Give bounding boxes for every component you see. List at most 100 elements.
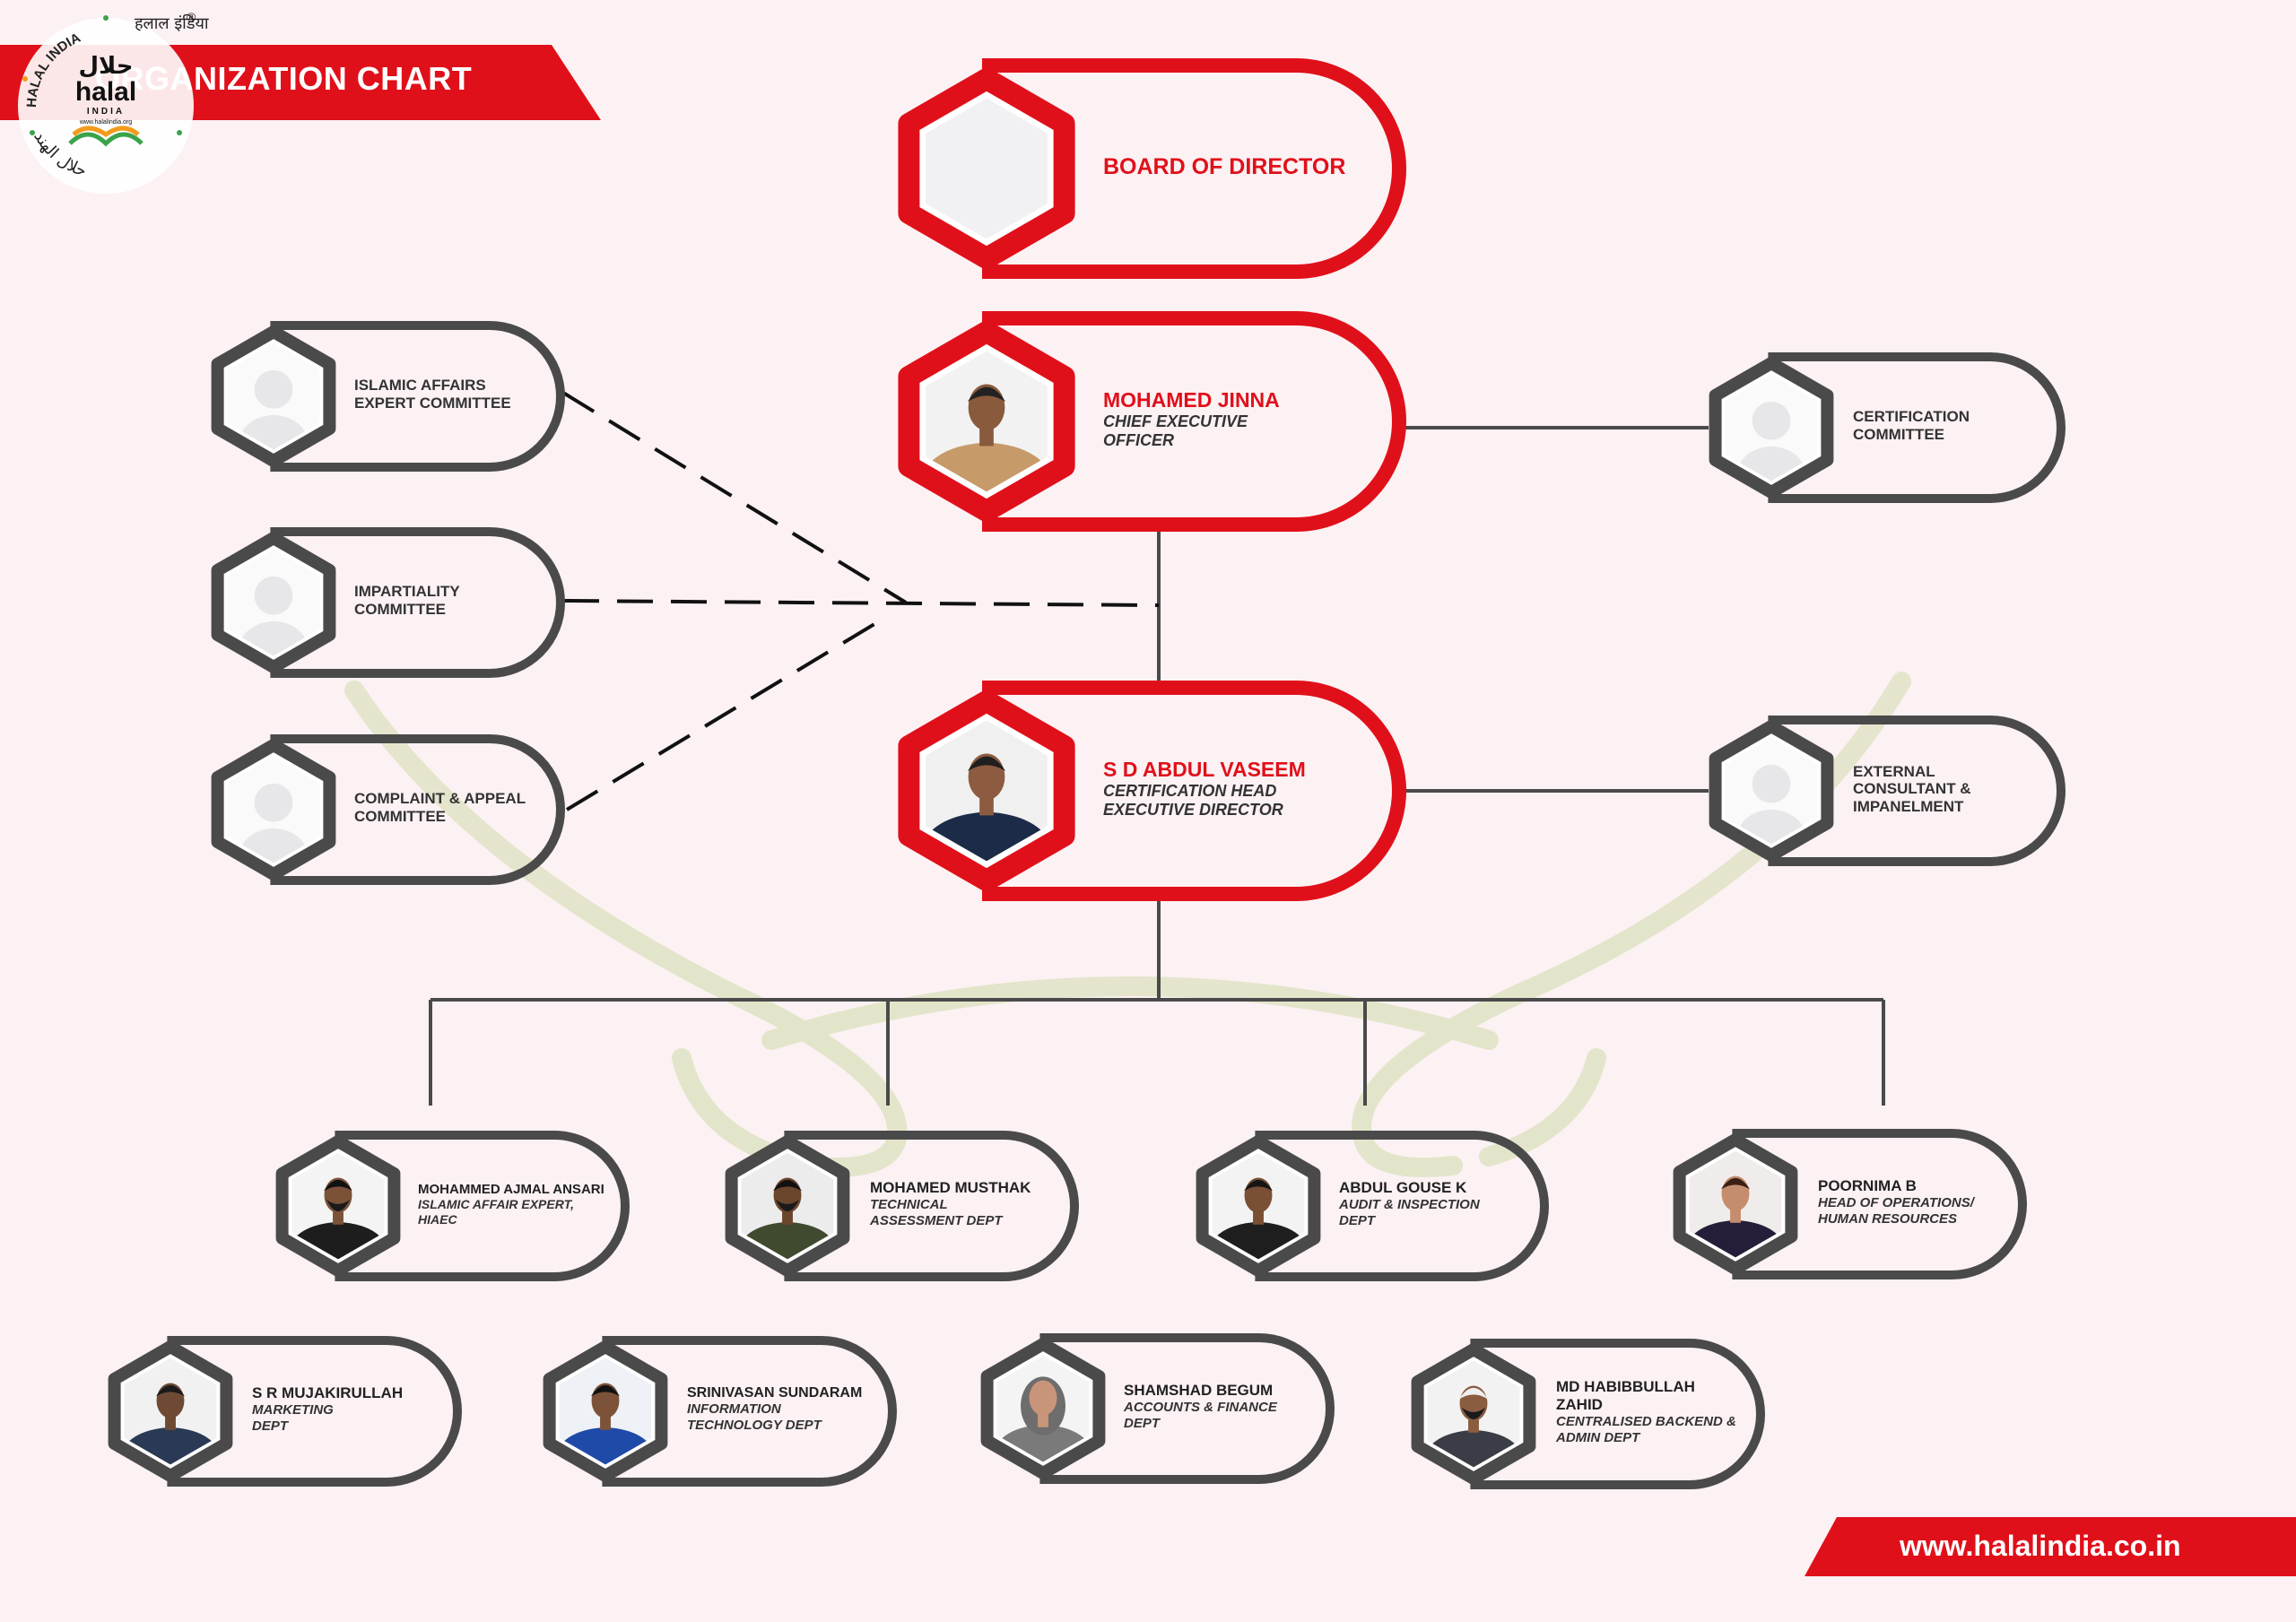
node-musthak (725, 1131, 1079, 1281)
node-frame (270, 527, 565, 678)
node-name: MOHAMMED AJMAL ANSARI (418, 1181, 604, 1197)
node-frame (1768, 716, 2066, 866)
node-role: ASSESSMENT DEPT (870, 1212, 1003, 1228)
logo-ring-hindi: हलाल इंडिया (135, 13, 209, 33)
node-role: ISLAMIC AFFAIR EXPERT, (418, 1196, 574, 1211)
node-ed (898, 681, 1406, 901)
node-role: INFORMATION (687, 1401, 781, 1418)
logo-site: www.halalindia.org (79, 119, 132, 126)
node-frame (982, 58, 1406, 279)
node-name: S R MUJAKIRULLAH (252, 1384, 404, 1402)
node-name: EXTERNAL (1853, 762, 1935, 780)
node-label-board: BOARD OF DIRECTOR (1103, 154, 1345, 180)
node-name: CONSULTANT & (1853, 780, 1971, 798)
node-name: MOHAMED MUSTHAK (870, 1179, 1031, 1197)
node-mujakirullah (108, 1336, 462, 1487)
node-role: TECHNICAL (870, 1196, 948, 1212)
url-banner (1805, 1517, 2296, 1576)
node-name: ABDUL GOUSE K (1339, 1179, 1467, 1197)
node-islamic (211, 321, 565, 472)
node-role: HUMAN RESOURCES (1818, 1210, 1958, 1227)
node-role: DEPT (1124, 1415, 1161, 1431)
halal-india-seal-icon: HALAL INDIA हलाल इंडिया حلال الهند حلال … (18, 10, 209, 194)
node-role: ADMIN DEPT (1556, 1429, 1640, 1445)
node-name: S D ABDUL VASEEM (1103, 758, 1306, 782)
node-ceo (898, 311, 1406, 532)
node-frame (1039, 1333, 1335, 1484)
node-poornima (1673, 1129, 2027, 1279)
node-frame (335, 1131, 630, 1281)
node-role: DEPT (252, 1418, 289, 1434)
node-name: SRINIVASAN SUNDARAM (687, 1384, 863, 1401)
node-complaint (211, 734, 565, 885)
connectors (429, 426, 1885, 1106)
node-name: COMMITTEE (354, 600, 446, 618)
node-frame (1255, 1131, 1549, 1281)
node-role: AUDIT & INSPECTION (1339, 1196, 1480, 1212)
node-impartiality (211, 527, 565, 678)
website-url[interactable]: www.halalindia.co.in (1900, 1530, 2181, 1562)
node-frame (982, 311, 1406, 532)
node-role: ACCOUNTS & FINANCE (1124, 1399, 1277, 1415)
node-frame (784, 1131, 1079, 1281)
registered-mark: ® (187, 10, 196, 24)
node-role: CENTRALISED BACKEND & (1556, 1413, 1736, 1429)
dashed-connectors (561, 391, 1160, 811)
logo-center-word: halal (75, 77, 136, 107)
person-placeholder-icon (227, 343, 320, 450)
node-srinivasan (543, 1336, 897, 1487)
node-name: ZAHID (1556, 1395, 1603, 1413)
node-role: TECHNOLOGY DEPT (687, 1418, 822, 1434)
node-role: CERTIFICATION HEAD (1103, 781, 1277, 800)
node-role: HEAD OF OPERATIONS/ (1818, 1194, 1974, 1210)
node-frame (602, 1336, 897, 1487)
node-frame (1470, 1339, 1765, 1489)
node-habibbullah (1411, 1339, 1765, 1489)
logo-center-sub: INDIA (87, 107, 125, 117)
node-name: COMMITTEE (354, 807, 446, 825)
node-role: EXECUTIVE DIRECTOR (1103, 801, 1283, 820)
node-role: DEPT (1339, 1212, 1376, 1228)
node-name: COMPLAINT & APPEAL (354, 790, 526, 808)
node-frame (1768, 352, 2066, 503)
node-name: MD HABIBBULLAH (1556, 1378, 1695, 1396)
node-certification (1709, 352, 2066, 503)
node-name: MOHAMED JINNA (1103, 388, 1280, 412)
node-frame (982, 681, 1406, 901)
node-name: POORNIMA B (1818, 1177, 1917, 1195)
node-name: IMPANELMENT (1853, 797, 1964, 815)
node-name: EXPERT COMMITTEE (354, 394, 511, 412)
node-name: COMMITTEE (1853, 425, 1944, 443)
node-name: ISLAMIC AFFAIRS (354, 377, 486, 395)
node-name: CERTIFICATION (1853, 408, 1970, 426)
node-external (1709, 716, 2066, 866)
node-board (898, 58, 1406, 279)
logo-center-arabic: حلال (78, 53, 133, 80)
node-role: CHIEF EXECUTIVE (1103, 412, 1248, 430)
node-name: BOARD OF DIRECTOR (1103, 153, 1346, 179)
watermark-logo (344, 672, 1911, 1177)
node-frame (1732, 1129, 2027, 1279)
node-shamshad (980, 1333, 1335, 1484)
node-role: HIAEC (418, 1211, 457, 1227)
node-frame (270, 321, 565, 472)
node-ansari (275, 1131, 630, 1281)
node-name: IMPARTIALITY (354, 583, 460, 601)
node-role: MARKETING (252, 1401, 334, 1418)
node-name: SHAMSHAD BEGUM (1124, 1382, 1274, 1400)
